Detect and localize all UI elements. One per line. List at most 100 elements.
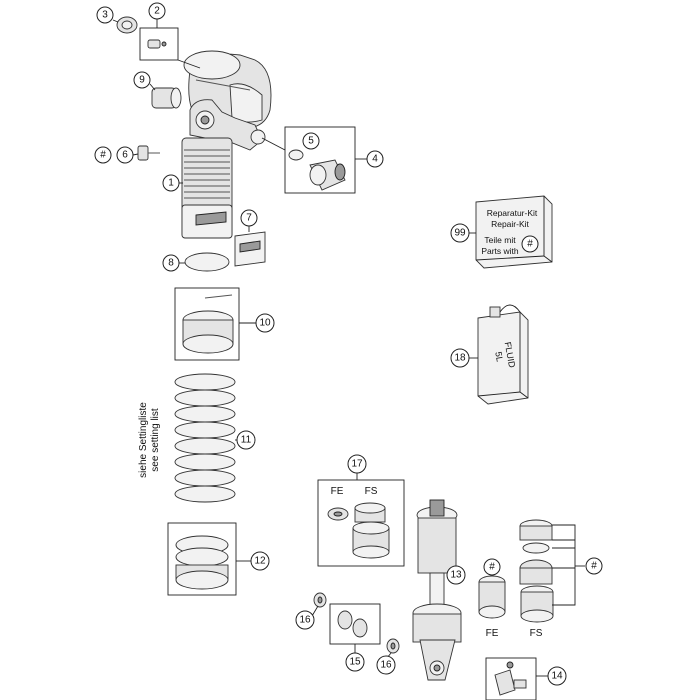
callout-4: 4	[355, 150, 384, 168]
leader-2-reservoir	[177, 59, 201, 69]
repair-kit-line1: Reparatur-Kit	[487, 208, 538, 218]
box-14	[485, 657, 537, 700]
setting-note-line2: see setting list	[150, 408, 161, 472]
repair-kit-box	[475, 195, 553, 269]
callout-hash-kit-text: #	[527, 239, 533, 250]
label-bottom-fe: FE	[486, 628, 499, 639]
callout-99: 99	[450, 223, 476, 243]
cap-3	[116, 16, 138, 34]
callout-16-right-text: 16	[380, 660, 392, 671]
bushing-9	[151, 87, 182, 109]
callout-10: 10	[239, 313, 275, 333]
box-12	[167, 522, 237, 596]
callout-8: 8	[162, 254, 185, 272]
callout-15: 15	[345, 644, 365, 672]
callout-hash-kit: #	[521, 235, 539, 253]
leader-head-box4	[261, 137, 286, 151]
adjuster-14	[494, 661, 527, 696]
spring-11	[174, 373, 236, 503]
callout-7-text: 7	[246, 213, 252, 224]
callout-16-left-text: 16	[299, 615, 311, 626]
callout-15-text: 15	[349, 657, 361, 668]
box-10	[174, 287, 240, 361]
callout-16-right: 16	[376, 652, 396, 675]
callout-9: 9	[133, 71, 156, 91]
valve-stack-fs	[520, 585, 554, 623]
callout-11-text: 11	[241, 435, 252, 446]
repair-kit-line2: Repair-Kit	[491, 219, 529, 229]
shock-body-ribs	[184, 149, 230, 199]
callout-hash-right-text: #	[591, 561, 597, 572]
callout-13-text: 13	[450, 570, 462, 581]
callout-18: 18	[450, 348, 478, 368]
callout-5-text: 5	[308, 136, 314, 147]
callout-hash-right: #	[585, 557, 603, 575]
callout-1-text: 1	[168, 178, 174, 189]
piston-fs-17	[352, 502, 390, 559]
fluid-can	[477, 304, 529, 405]
callout-2: 2	[148, 2, 166, 28]
piston-fe-17	[327, 507, 349, 521]
callout-4-text: 4	[372, 154, 378, 165]
callout-6-text: 6	[122, 150, 128, 161]
screw-6	[137, 145, 160, 161]
callout-17-text: 17	[351, 459, 363, 470]
callout-10-text: 10	[259, 318, 271, 329]
callout-hash-left-text: #	[100, 150, 106, 161]
repair-kit-line4: Parts with	[481, 246, 519, 256]
callout-9-text: 9	[139, 75, 145, 86]
setting-note-line1: siehe Settingliste	[138, 402, 149, 478]
callout-hash-left: #	[94, 146, 112, 164]
repair-kit-line3: Teile mit	[484, 235, 516, 245]
adjuster-5	[309, 159, 346, 191]
callout-13: 13	[446, 565, 466, 585]
bearing-15	[337, 610, 368, 638]
callout-18-text: 18	[454, 353, 466, 364]
callout-6: 6	[116, 146, 139, 164]
o-ring-5	[288, 149, 304, 161]
box-2	[139, 27, 179, 61]
fluid-volume: 5L	[493, 351, 505, 363]
callout-16-left: 16	[295, 605, 319, 630]
shim-stack-right	[519, 519, 553, 585]
callout-11: 11	[235, 430, 256, 450]
valve-stack-fe	[478, 575, 506, 619]
label-bottom-fs: FS	[530, 628, 543, 639]
callout-12: 12	[236, 551, 270, 571]
box-4	[284, 126, 356, 194]
repair-kit-text: Reparatur-Kit Repair-Kit Teile mit Parts…	[481, 208, 538, 256]
callout-14-text: 14	[551, 671, 563, 682]
fluid-can-text: FLUID 5L	[493, 341, 517, 369]
callout-1: 1	[162, 174, 183, 192]
sticker-7	[234, 231, 266, 267]
bracket-right	[552, 524, 585, 606]
washer-16-left	[313, 592, 327, 608]
callout-2-text: 2	[154, 6, 160, 17]
callout-12-text: 12	[254, 556, 266, 567]
callout-hash-fe: #	[483, 558, 501, 576]
valve-2	[147, 39, 167, 49]
callout-7: 7	[240, 209, 258, 232]
shock-body-1	[181, 137, 233, 239]
callout-99-text: 99	[454, 228, 466, 239]
preload-nut-10	[182, 294, 234, 354]
callout-8-text: 8	[168, 258, 174, 269]
piston-rod-13	[412, 499, 462, 681]
fluid-label: FLUID	[503, 341, 517, 369]
circlip-8	[184, 252, 230, 272]
callout-5: 5	[302, 132, 320, 150]
spring-retainer-12	[175, 535, 229, 590]
shock-head	[189, 99, 266, 151]
callout-17: 17	[347, 454, 367, 474]
washer-16-right	[386, 638, 400, 654]
label-17-fs: FS	[365, 486, 378, 497]
label-17-fe: FE	[331, 486, 344, 497]
setting-note: siehe Settingliste see setting list	[138, 402, 161, 478]
callout-3: 3	[96, 6, 119, 24]
callout-3-text: 3	[102, 10, 108, 21]
callout-14: 14	[536, 666, 567, 686]
box-17	[317, 479, 405, 567]
callout-hash-fe-text: #	[489, 562, 495, 573]
